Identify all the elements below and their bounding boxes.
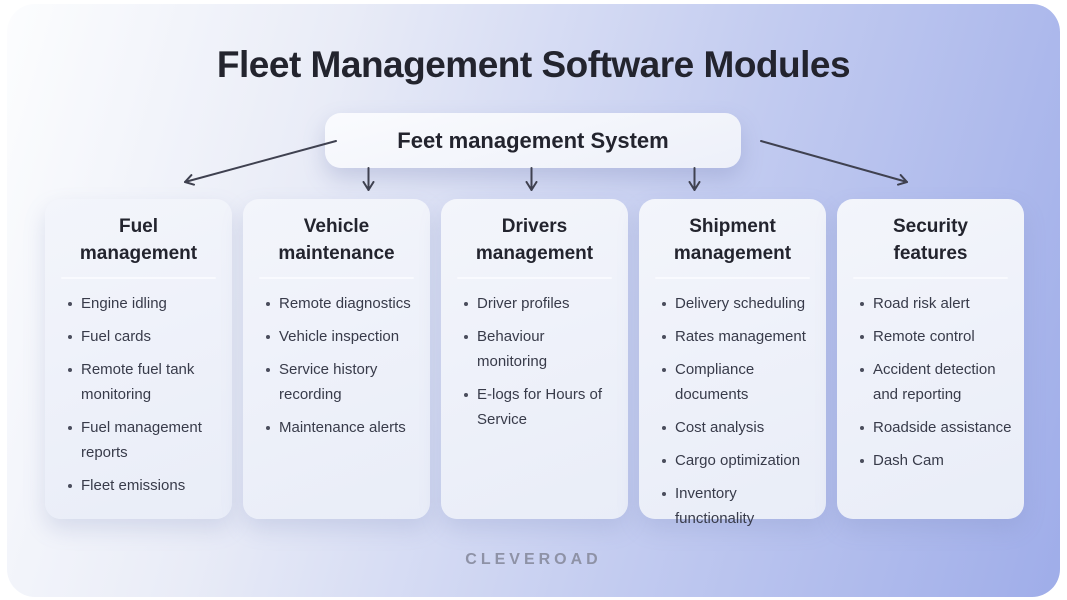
module-item: Remote diagnostics bbox=[265, 291, 420, 316]
module-heading-line: management bbox=[79, 243, 198, 264]
module-heading-line: Vehicle bbox=[303, 216, 370, 237]
module-heading-line: management bbox=[673, 243, 792, 264]
root-system-box: Feet management System bbox=[325, 113, 741, 168]
module-item: E-logs for Hours of Service bbox=[463, 382, 618, 432]
module-heading-line: Shipment bbox=[689, 216, 776, 237]
module-item: Service history recording bbox=[265, 357, 420, 407]
arrow-to-security-features bbox=[760, 140, 908, 186]
module-heading: Shipment management bbox=[649, 213, 816, 267]
module-item: Engine idling bbox=[67, 291, 222, 316]
heading-divider bbox=[655, 277, 810, 279]
module-heading-line: Fuel bbox=[118, 216, 159, 237]
connector-arrows bbox=[184, 140, 908, 191]
brand-logo: CLEVEROAD bbox=[465, 551, 602, 568]
heading-divider bbox=[853, 277, 1008, 279]
module-item: Fuel management reports bbox=[67, 415, 222, 465]
page-title: Fleet Management Software Modules bbox=[216, 44, 851, 85]
module-item: Accident detection and reporting bbox=[859, 357, 1014, 407]
module-item: Vehicle inspection bbox=[265, 324, 420, 349]
heading-divider bbox=[457, 277, 612, 279]
module-heading: Vehicle maintenance bbox=[253, 213, 420, 267]
module-item: Cost analysis bbox=[661, 415, 816, 440]
module-item: Roadside assistance bbox=[859, 415, 1014, 440]
module-heading: Drivers management bbox=[451, 213, 618, 267]
module-item: Remote fuel tank monitoring bbox=[67, 357, 222, 407]
module-heading: Security features bbox=[847, 213, 1014, 267]
module-item: Dash Cam bbox=[859, 448, 1014, 473]
module-heading-line: management bbox=[475, 243, 594, 264]
module-item: Behaviour monitoring bbox=[463, 324, 618, 374]
module-heading-line: maintenance bbox=[278, 243, 395, 264]
module-item: Delivery scheduling bbox=[661, 291, 816, 316]
module-item: Driver profiles bbox=[463, 291, 618, 316]
module-item: Maintenance alerts bbox=[265, 415, 420, 440]
arrow-to-fuel-management bbox=[184, 140, 337, 186]
module-heading-line: features bbox=[893, 243, 968, 264]
module-heading-line: Security bbox=[893, 216, 968, 237]
module-item: Road risk alert bbox=[859, 291, 1014, 316]
module-item: Remote control bbox=[859, 324, 1014, 349]
root-system-label: Feet management System bbox=[397, 127, 669, 153]
module-item: Cargo optimization bbox=[661, 448, 816, 473]
heading-divider bbox=[259, 277, 414, 279]
heading-divider bbox=[61, 277, 216, 279]
module-item: Compliance documents bbox=[661, 357, 816, 407]
module-heading: Fuel management bbox=[55, 213, 222, 267]
module-item: Fuel cards bbox=[67, 324, 222, 349]
module-item: Fleet emissions bbox=[67, 473, 222, 498]
module-item: Inventory functionality bbox=[661, 481, 816, 531]
module-heading-line: Drivers bbox=[501, 216, 568, 237]
module-item: Rates management bbox=[661, 324, 816, 349]
